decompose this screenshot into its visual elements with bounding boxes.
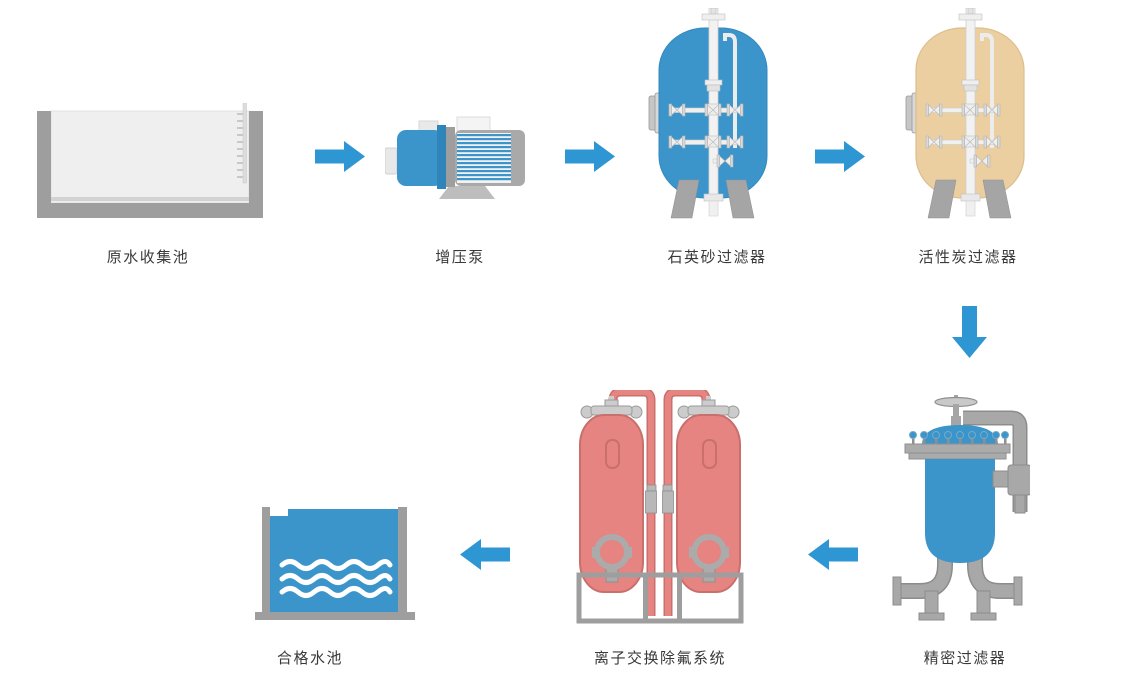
vessel-lids <box>580 396 740 419</box>
precision-filter-icon <box>892 395 1030 621</box>
activated-carbon-filter-icon <box>905 8 1025 220</box>
flow-arrow-left-icon <box>808 539 858 570</box>
qualified-water-pool-icon <box>255 507 415 620</box>
stage-label-ion-exchange-system: 离子交换除氟系统 <box>593 650 726 667</box>
stage-label-activated-carbon: 活性炭过滤器 <box>918 249 1018 266</box>
water-waves-icon <box>279 559 393 598</box>
inlet-notch <box>268 509 288 516</box>
vessel-flange <box>904 443 1011 454</box>
pump-head <box>397 130 443 186</box>
stage-label-precision-filter: 精密过滤器 <box>923 650 1007 667</box>
pipe-coupling <box>1007 464 1030 496</box>
ion-exchange-system-icon <box>576 390 744 624</box>
flange-bolts <box>909 431 1009 444</box>
pool-wall-right <box>398 507 407 612</box>
pump-motor <box>455 130 525 186</box>
flow-arrow-right-icon <box>815 141 865 172</box>
support-frame <box>576 572 744 624</box>
pool-water-surface <box>50 110 250 204</box>
stage-label-booster-pump: 增压泵 <box>435 249 485 266</box>
pool-wall-right <box>249 111 263 218</box>
flow-arrow-right-icon <box>315 141 365 172</box>
vessel-body <box>925 459 995 563</box>
stage-label-raw-water-pool: 原水收集池 <box>106 249 190 266</box>
quartz-sand-filter-icon <box>648 8 768 220</box>
leg-pipes <box>892 550 1023 621</box>
level-gauge-ruler-icon <box>237 103 247 184</box>
stage-label-qualified-water-pool: 合格水池 <box>276 650 343 667</box>
sight-glass <box>605 439 620 469</box>
sight-glass <box>702 439 717 469</box>
flow-arrow-left-icon <box>460 539 510 570</box>
pool-base <box>255 612 415 620</box>
handwheel-valve-icon <box>934 395 978 429</box>
pool-wall-left <box>37 111 51 218</box>
pump-base <box>439 186 495 199</box>
pool-wall-left <box>262 507 270 612</box>
flow-arrow-right-icon <box>565 141 615 172</box>
raw-water-pool-icon <box>37 103 263 218</box>
booster-pump-icon <box>385 116 525 199</box>
flow-arrow-down-icon <box>952 306 987 358</box>
pool-floor <box>37 203 263 218</box>
stage-label-quartz-sand-filter: 石英砂过滤器 <box>667 249 767 266</box>
